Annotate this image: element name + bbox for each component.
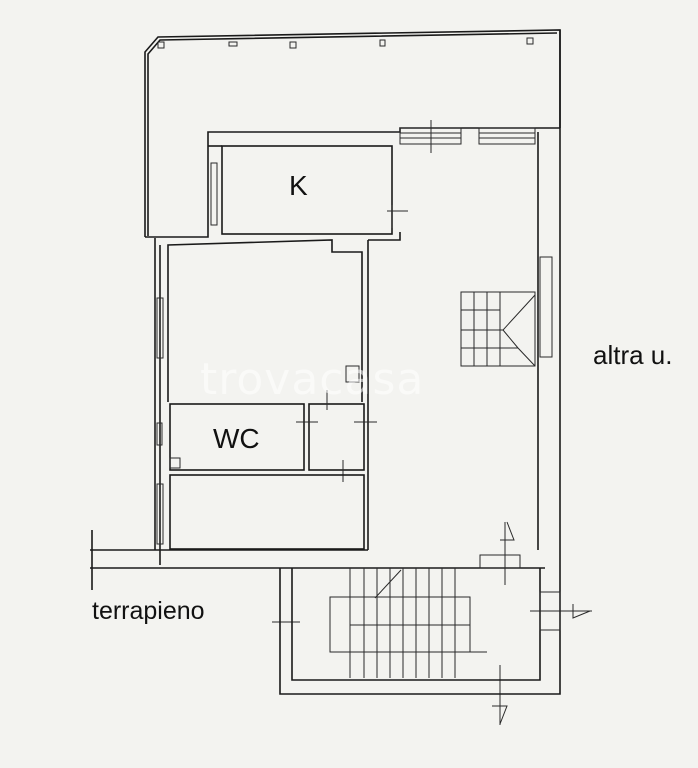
kitchen-room: [208, 145, 408, 235]
room-label-wc: WC: [213, 423, 260, 454]
middle-room: [156, 232, 401, 550]
watermark: trovacasa: [200, 354, 425, 405]
annotation-altra-unita: altra u.: [593, 340, 673, 370]
top-window: [399, 120, 536, 153]
annotation-terrapieno: terrapieno: [92, 597, 205, 625]
lower-room: [156, 474, 365, 550]
wc-room: [156, 390, 377, 482]
internal-stair: [460, 256, 553, 367]
room-label-kitchen: K: [289, 170, 308, 201]
stairwell: [279, 554, 561, 695]
